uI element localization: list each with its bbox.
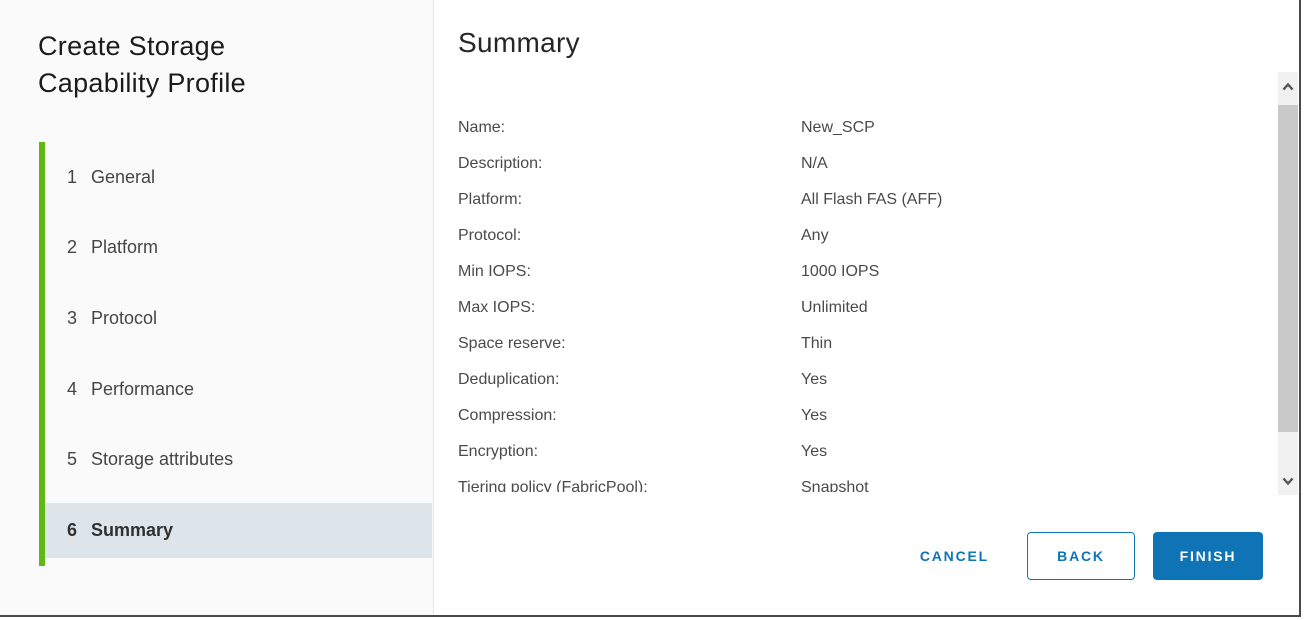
summary-field-row: Space reserve: Thin <box>458 326 1158 362</box>
scroll-down-button[interactable] <box>1278 467 1298 495</box>
wizard-step-general[interactable]: 1 General <box>45 142 433 213</box>
wizard-step-protocol[interactable]: 3 Protocol <box>45 283 433 354</box>
field-value: Yes <box>801 371 828 388</box>
summary-field-row: Name: New_SCP <box>458 110 1158 146</box>
step-number: 5 <box>67 449 78 470</box>
field-label: Space reserve: <box>458 335 566 352</box>
wizard-step-platform[interactable]: 2 Platform <box>45 213 433 284</box>
wizard-steps-nav: 1 General 2 Platform 3 Protocol 4 Perfor… <box>39 142 433 566</box>
summary-heading: Summary <box>458 27 580 58</box>
summary-field-row: Protocol: Any <box>458 218 1158 254</box>
step-number: 1 <box>67 166 78 187</box>
field-label: Tiering policy (FabricPool): <box>458 479 648 492</box>
step-number: 6 <box>67 519 78 540</box>
summary-field-row: Encryption: Yes <box>458 434 1158 470</box>
field-value: Thin <box>801 335 833 352</box>
back-button[interactable]: BACK <box>1027 532 1135 580</box>
summary-field-row: Min IOPS: 1000 IOPS <box>458 254 1158 290</box>
summary-field-row: Max IOPS: Unlimited <box>458 290 1158 326</box>
cancel-button[interactable]: CANCEL <box>910 532 999 580</box>
wizard-step-summary[interactable]: 6 Summary <box>45 495 433 566</box>
step-label: Performance <box>91 378 195 399</box>
chevron-up-icon <box>1282 82 1294 90</box>
field-label: Encryption: <box>458 443 539 460</box>
wizard-footer: CANCEL BACK FINISH <box>910 531 1263 581</box>
field-label: Name: <box>458 119 506 136</box>
wizard-title: Create Storage Capability Profile <box>38 31 246 98</box>
step-number: 4 <box>67 378 78 399</box>
field-label: Deduplication: <box>458 371 560 388</box>
field-label: Description: <box>458 155 543 172</box>
step-label: Protocol <box>91 307 158 328</box>
summary-field-row: Compression: Yes <box>458 398 1158 434</box>
field-label: Compression: <box>458 407 557 424</box>
step-label: Storage attributes <box>91 449 234 470</box>
scrollbar-thumb[interactable] <box>1278 105 1298 432</box>
vertical-scrollbar[interactable] <box>1278 72 1298 495</box>
scroll-up-button[interactable] <box>1278 72 1298 100</box>
wizard-step-performance[interactable]: 4 Performance <box>45 354 433 425</box>
summary-fields-viewport: Name: New_SCP Description: N/A Platform:… <box>458 110 1158 492</box>
field-value: N/A <box>801 155 828 172</box>
window-border-right <box>1299 0 1301 617</box>
step-number: 3 <box>67 307 78 328</box>
field-label: Min IOPS: <box>458 263 531 280</box>
summary-panel: Summary Name: New_SCP Description: N/A P… <box>435 0 1299 615</box>
field-value: 1000 IOPS <box>801 263 880 280</box>
window-border-bottom <box>0 615 1301 617</box>
step-label: Platform <box>91 237 159 258</box>
wizard-step-storage-attributes[interactable]: 5 Storage attributes <box>45 424 433 495</box>
chevron-down-icon <box>1282 477 1294 485</box>
scrollbar-track[interactable] <box>1278 100 1298 467</box>
field-value: Unlimited <box>801 299 868 316</box>
summary-field-row: Description: N/A <box>458 146 1158 182</box>
field-value: Snapshot <box>801 479 869 492</box>
summary-field-row: Platform: All Flash FAS (AFF) <box>458 182 1158 218</box>
field-value: Yes <box>801 443 828 460</box>
summary-field-row: Tiering policy (FabricPool): Snapshot <box>458 470 1158 492</box>
field-value: All Flash FAS (AFF) <box>801 191 943 208</box>
field-value: Yes <box>801 407 828 424</box>
wizard-sidebar: Create Storage Capability Profile 1 Gene… <box>0 0 434 615</box>
field-value: Any <box>801 227 829 244</box>
summary-field-row: Deduplication: Yes <box>458 362 1158 398</box>
step-label: General <box>91 166 156 187</box>
step-label: Summary <box>91 519 174 540</box>
field-label: Max IOPS: <box>458 299 536 316</box>
summary-fields-list: Name: New_SCP Description: N/A Platform:… <box>458 110 1158 492</box>
finish-button[interactable]: FINISH <box>1153 532 1263 580</box>
field-label: Protocol: <box>458 227 522 244</box>
field-label: Platform: <box>458 191 523 208</box>
step-number: 2 <box>67 237 78 258</box>
field-value: New_SCP <box>801 119 875 136</box>
